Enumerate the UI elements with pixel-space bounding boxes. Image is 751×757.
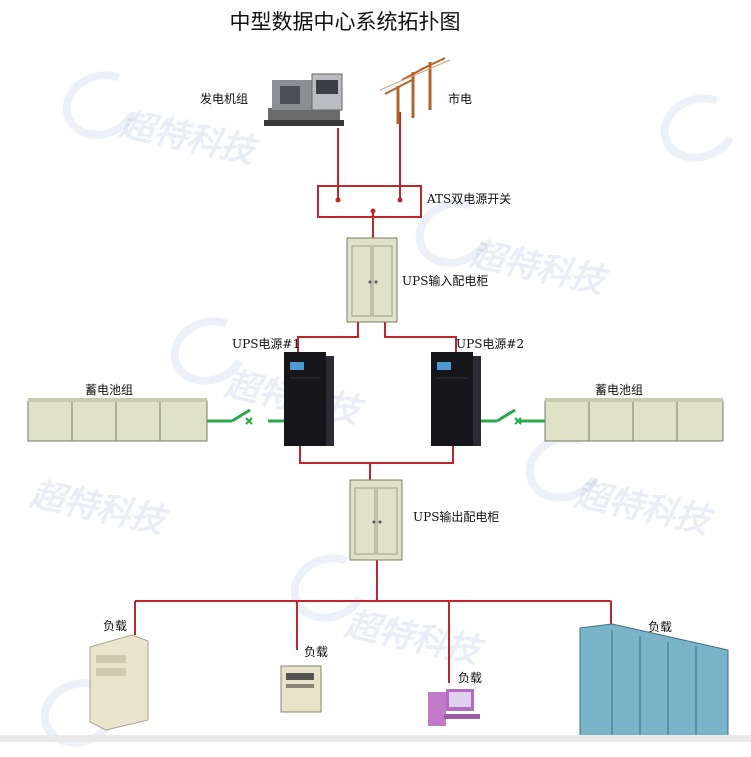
mains-label: 市电 [448,92,473,106]
diagram-title: 中型数据中心系统拓扑图 [229,10,461,34]
server-tower-icon [89,634,149,731]
battery-bank-icon [544,398,724,442]
load-label: 负载 [103,619,128,633]
battery-bank-icon [27,398,208,442]
generator-icon [264,73,344,126]
bottom-scroll-strip [0,735,751,742]
distribution-cabinet-icon [349,479,403,561]
load-label: 负载 [304,645,329,659]
ups-input-cabinet-label: UPS输入配电柜 [402,274,489,288]
load-label: 负载 [458,671,483,685]
ups-icon [284,352,334,446]
battery-right-label: 蓄电池组 [595,383,644,397]
ups-output-cabinet-label: UPS输出配电柜 [413,510,500,524]
desktop-pc-icon [428,689,480,726]
distribution-cabinet-icon [346,237,398,323]
power-lines [134,112,612,683]
battery-left-label: 蓄电池组 [85,383,134,397]
power-pole-icon [379,57,451,124]
server-small-icon [280,665,322,713]
battery-lines [207,408,545,423]
ups1-label: UPS电源#1 [232,337,301,351]
ups-icon [431,352,481,446]
breaker-switch-icon [245,417,522,425]
load-label: 负载 [648,620,673,634]
server-rack-icon [579,623,729,737]
ats-switch-icon [317,185,422,218]
ats-label: ATS双电源开关 [427,192,512,206]
ups2-label: UPS电源#2 [456,337,525,351]
generator-label: 发电机组 [200,92,249,106]
